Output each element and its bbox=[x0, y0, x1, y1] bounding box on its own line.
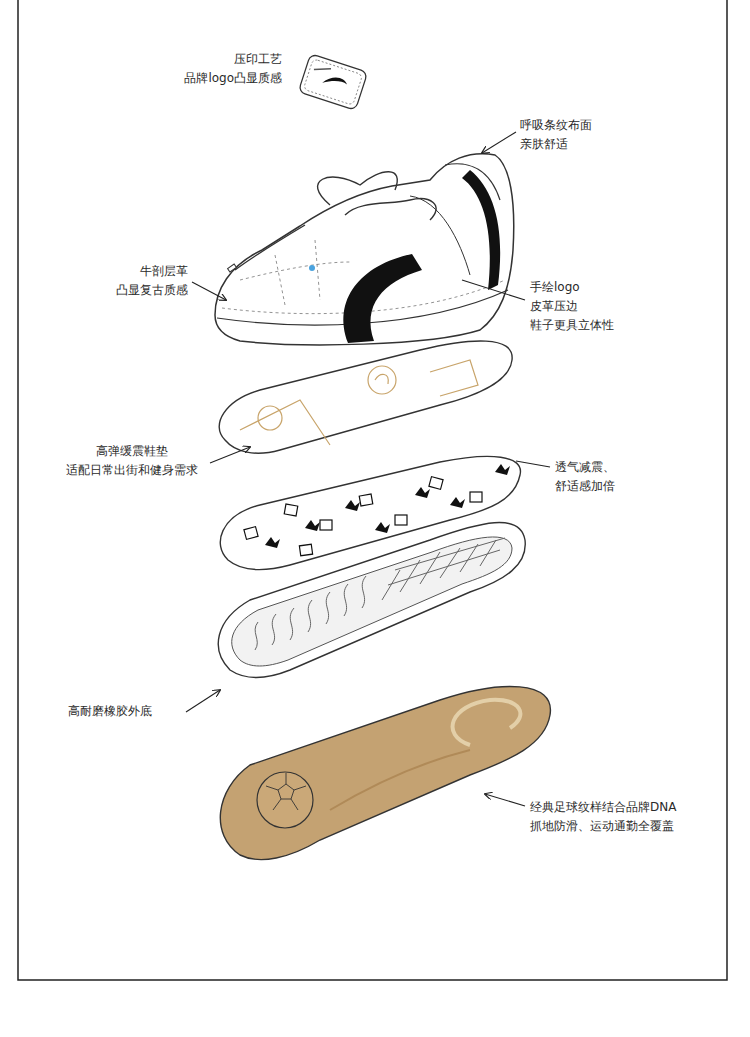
annotation: 高弹缓震鞋垫 适配日常出街和健身需求 bbox=[66, 442, 198, 480]
annotation: 高耐磨橡胶外底 bbox=[68, 702, 152, 721]
annotation: 透气减震、舒适感加倍 bbox=[555, 458, 615, 496]
annotation: 手绘logo 皮革压边 鞋子更具立体性 bbox=[530, 278, 614, 336]
annotation: 经典足球纹样结合品牌DNA 抓地防滑、运动通勤全覆盖 bbox=[530, 798, 676, 836]
annotation: 牛剖层革 凸显复古质感 bbox=[116, 262, 188, 300]
annotation: 呼吸条纹布面 亲肤舒适 bbox=[520, 116, 592, 154]
annotation: 压印工艺 品牌logo凸显质感 bbox=[184, 50, 282, 88]
